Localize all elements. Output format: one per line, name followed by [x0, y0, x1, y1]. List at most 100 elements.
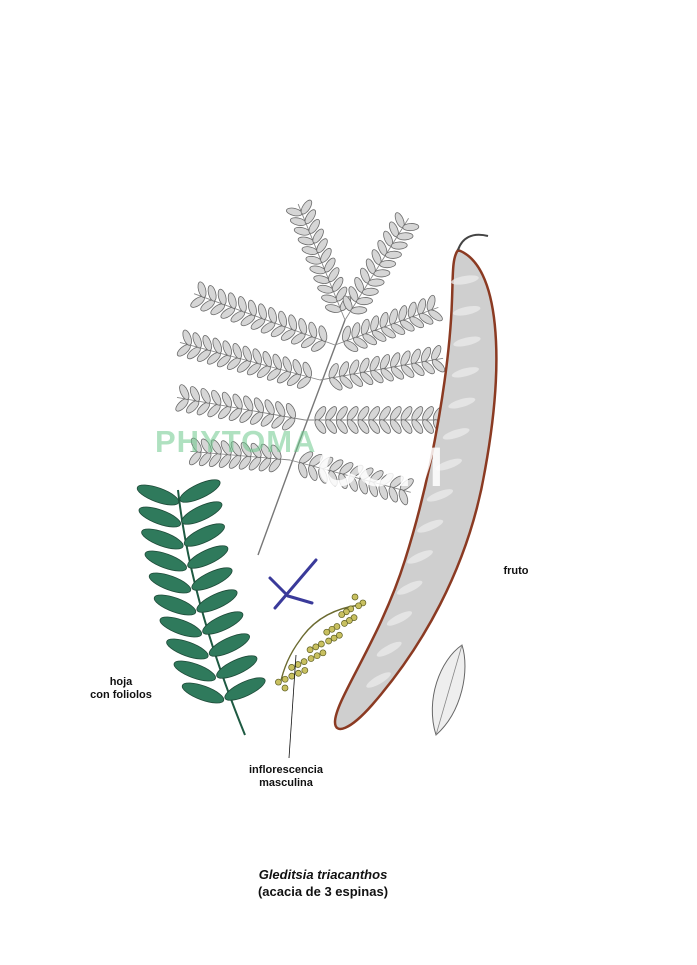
pinnule — [351, 322, 361, 339]
pinnule — [400, 319, 415, 332]
pinnule — [373, 269, 391, 278]
pinnule — [272, 353, 282, 370]
flower — [336, 631, 343, 639]
flower — [306, 646, 314, 654]
pinnule — [328, 470, 338, 487]
pod-seed-mark — [435, 458, 462, 471]
pinnule — [360, 371, 374, 386]
pinnule — [390, 323, 406, 335]
pinnule — [282, 356, 293, 373]
pinnule — [338, 472, 348, 490]
pinnule — [252, 348, 262, 365]
flower — [338, 611, 346, 618]
pinnule — [407, 301, 417, 319]
pinnule — [385, 250, 402, 259]
leaflet-right — [179, 479, 221, 503]
pinnule — [212, 337, 222, 354]
leaflet-right — [181, 501, 223, 525]
pinnule — [362, 333, 378, 346]
leaflet-right — [208, 633, 250, 657]
pinnule — [258, 303, 267, 320]
bipinnate-leaf — [175, 199, 446, 556]
pod-seed-mark — [366, 672, 391, 688]
pinnule — [308, 218, 320, 234]
pinnule — [339, 375, 353, 389]
flower — [328, 625, 336, 633]
flower — [312, 643, 320, 651]
pinnule — [308, 464, 318, 481]
pinnule — [292, 359, 303, 376]
pinnule — [285, 403, 297, 419]
fruit-pod — [333, 233, 498, 731]
pinnule — [243, 395, 254, 412]
flower — [307, 655, 315, 662]
pinnule — [298, 318, 308, 335]
flower — [281, 684, 289, 692]
leaflet-right — [216, 655, 258, 679]
pinnule — [247, 299, 257, 317]
pinnule — [200, 438, 212, 454]
pinnule — [316, 238, 328, 254]
leaflet-left — [173, 660, 217, 682]
pinnule — [421, 360, 435, 375]
pinnule — [222, 340, 232, 357]
pinnule — [428, 309, 443, 322]
pinnule — [389, 419, 402, 434]
leaflet-right — [191, 567, 233, 591]
pinnule — [343, 340, 359, 353]
species-caption: Gleditsia triacanthos (acacia de 3 espin… — [198, 866, 448, 900]
leaflet-right — [183, 523, 225, 547]
pinnule — [314, 419, 327, 434]
flower — [325, 637, 332, 645]
single-leaflet-detail — [431, 644, 466, 736]
species-name: Gleditsia triacanthos — [258, 867, 388, 882]
pod-seed-mark — [407, 550, 433, 564]
pinnule — [396, 232, 414, 241]
pinnule — [350, 306, 368, 315]
pinnule — [325, 419, 337, 434]
pinnule — [361, 287, 379, 296]
pinnule — [379, 260, 397, 269]
pinnule — [210, 439, 222, 455]
pinnule — [411, 419, 424, 434]
pinnule — [426, 294, 436, 312]
pinnule — [379, 311, 389, 329]
pinnule — [304, 209, 317, 225]
leaflet-right — [224, 677, 266, 701]
pinnule — [417, 298, 427, 315]
pinnule — [275, 401, 286, 417]
pinnule — [368, 481, 378, 498]
pinnule — [331, 276, 344, 292]
pinnule — [253, 397, 265, 414]
common-name: (acacia de 3 espinas) — [257, 884, 389, 899]
pinnule — [381, 326, 396, 339]
label-inflorescence-line-2: masculina — [259, 777, 313, 789]
pinnule — [189, 386, 201, 402]
triple-thorn — [268, 558, 318, 610]
pinnule — [232, 393, 243, 410]
pinnule — [270, 444, 282, 460]
leaflet-right — [187, 545, 229, 569]
flower — [330, 634, 338, 642]
leaflet-left — [144, 550, 188, 572]
leaflet-left — [166, 638, 209, 660]
label-leaf: hoja con foliolos — [82, 676, 160, 702]
pinnule — [371, 330, 387, 342]
pinnate-leaf-with-leaflets — [136, 479, 266, 736]
leaflet-left — [138, 506, 182, 528]
leaflet-left — [136, 484, 180, 506]
flower — [300, 658, 308, 665]
pinnule — [379, 419, 391, 434]
pinnule — [300, 199, 313, 215]
pinnule — [221, 391, 233, 408]
watermark-brand: PHYTOMA — [155, 424, 317, 459]
pinnule — [268, 307, 277, 324]
pod-seed-mark — [451, 367, 479, 378]
pinnule — [358, 478, 368, 495]
pod-body — [333, 248, 498, 731]
flower — [288, 663, 295, 671]
label-inflorescence-line-1: inflorescencia — [249, 764, 323, 776]
label-leaf-line-2: con foliolos — [90, 689, 152, 701]
flower — [333, 623, 341, 630]
pod-seed-mark — [452, 305, 481, 316]
